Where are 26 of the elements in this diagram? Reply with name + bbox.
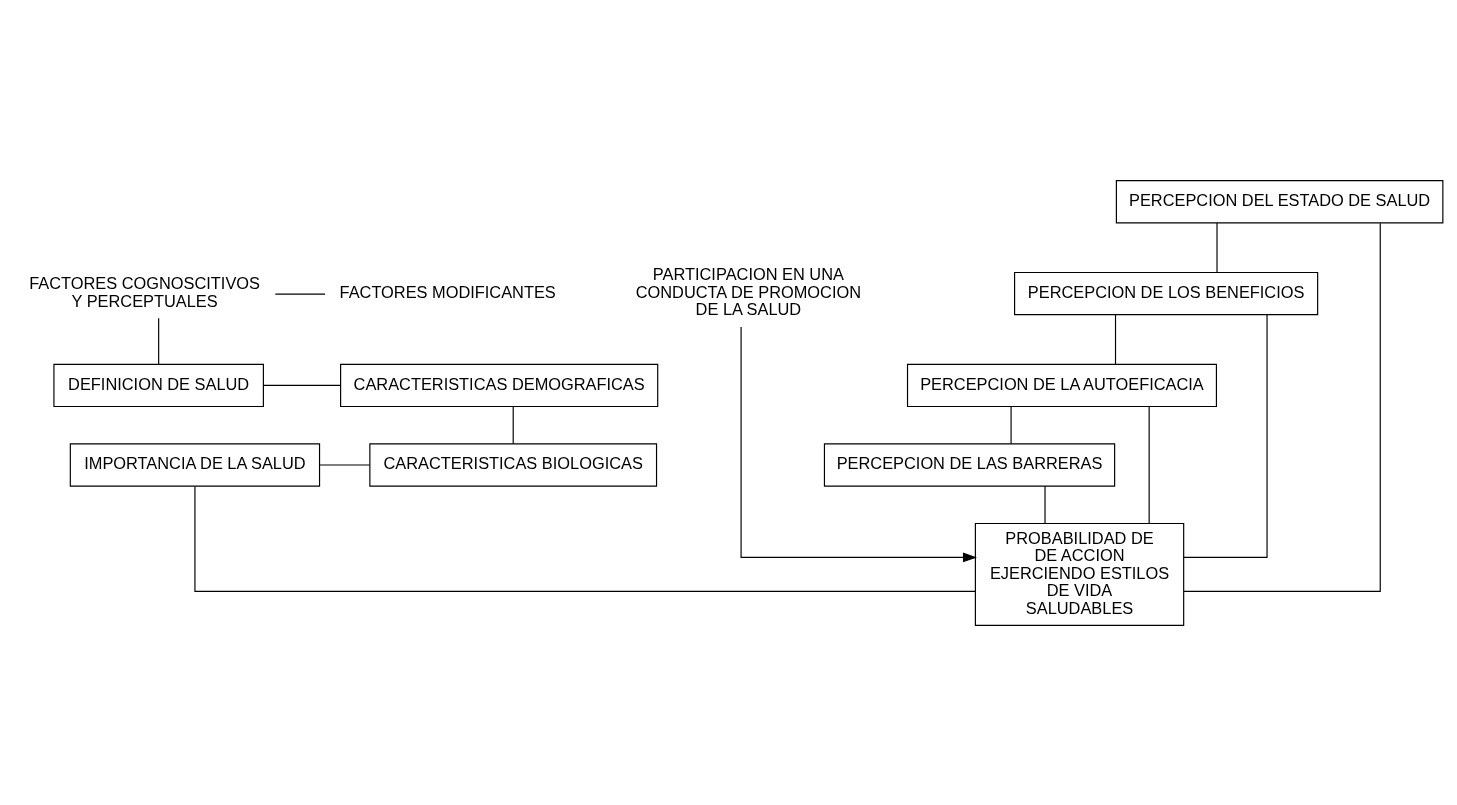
connector [1044, 485, 1046, 524]
node-box: CARACTERISTICAS BIOLOGICAS [369, 442, 658, 487]
connector [1148, 405, 1150, 524]
node-text: FACTORES COGNOSCITIVOS Y PERCEPTUALES [29, 273, 261, 310]
connector [1010, 405, 1012, 444]
connector [194, 485, 976, 592]
connector [158, 317, 160, 365]
node-box: PROBABILIDAD DE DE ACCION EJERCIENDO ESTILOS DE VIDA SALUDABLES [974, 522, 1185, 626]
node-box: DEFINICION DE SALUD [53, 363, 264, 407]
node-text: PARTICIPACION EN UNA CONDUCTA DE PROMOCION DE LA SALUD [635, 264, 862, 318]
node-box: IMPORTANCIA DE LA SALUD [69, 442, 321, 487]
connector [1183, 313, 1268, 558]
node-box: PERCEPCION DE LAS BARRERAS [823, 442, 1116, 487]
node-text: FACTORES MODIFICANTES [339, 282, 556, 301]
node-box: PERCEPCION DEL ESTADO DE SALUD [1115, 179, 1444, 223]
node-box: CARACTERISTICAS DEMOGRAFICAS [340, 363, 659, 407]
connector [263, 384, 341, 386]
connector [274, 293, 326, 295]
node-box: PERCEPCION DE LA AUTOEFICACIA [906, 363, 1217, 407]
connector [319, 463, 371, 466]
arrow [740, 325, 977, 562]
connector [512, 405, 514, 444]
node-box: PERCEPCION DE LOS BENEFICIOS [1014, 271, 1319, 315]
connector [1216, 221, 1218, 273]
connector [1114, 313, 1117, 365]
connector [1183, 222, 1381, 592]
